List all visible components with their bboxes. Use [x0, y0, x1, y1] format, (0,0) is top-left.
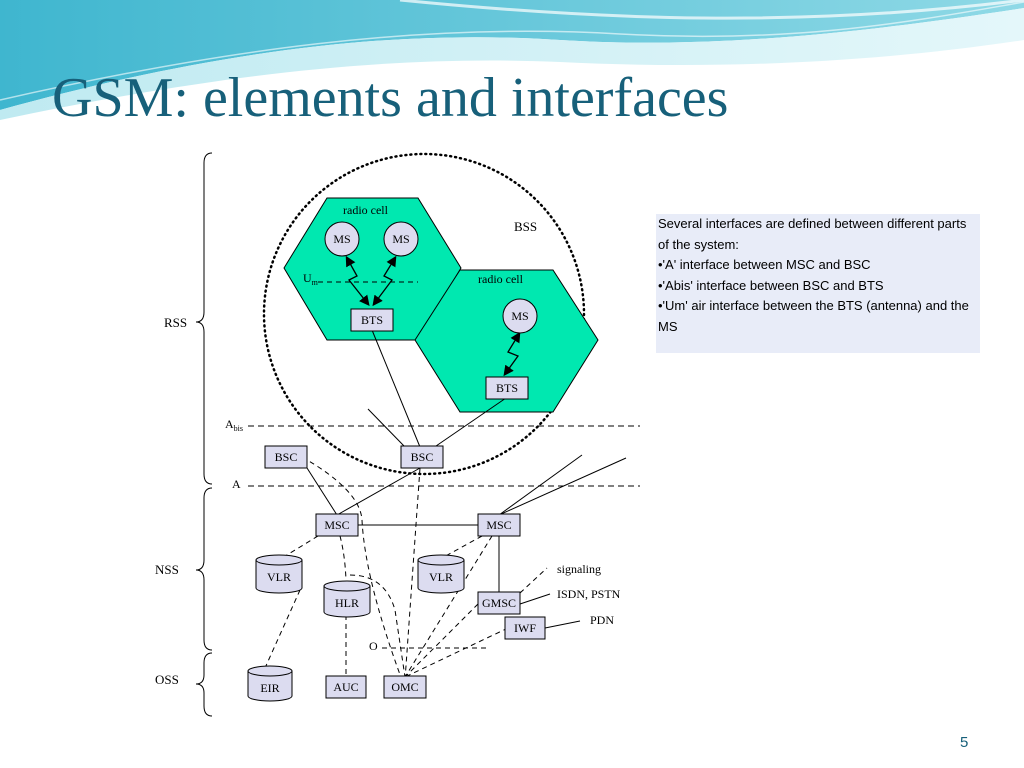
svg-text:OMC: OMC — [391, 680, 418, 694]
mobile-station: MS — [502, 298, 538, 334]
radio-link-ms1-bts1 — [345, 255, 370, 307]
radio-link-ms2-bts1 — [372, 255, 397, 307]
msc-node: MSC — [315, 513, 359, 537]
rss-label: RSS — [164, 315, 187, 330]
svg-text:MS: MS — [333, 232, 350, 246]
svg-text:BSC: BSC — [411, 450, 434, 464]
header-waves — [0, 0, 1024, 120]
hlr-database: HLR — [323, 580, 371, 618]
svg-text:IWF: IWF — [514, 621, 536, 635]
note-item: •'A' interface between MSC and BSC — [658, 257, 871, 272]
svg-text:BSC: BSC — [275, 450, 298, 464]
bts-node: BTS — [485, 376, 529, 400]
signaling-label: signaling — [557, 562, 601, 576]
page-number: 5 — [960, 734, 969, 751]
msc-node: MSC — [477, 513, 521, 537]
a-interface-label: A — [232, 477, 241, 491]
svg-text:MSC: MSC — [324, 518, 349, 532]
svg-text:GMSC: GMSC — [482, 596, 516, 610]
radio-cell-right-label: radio cell — [478, 272, 524, 286]
svg-text:MS: MS — [511, 309, 528, 323]
um-interface-label: Um — [303, 271, 319, 287]
mobile-station: MS — [383, 221, 419, 257]
bts-node: BTS — [350, 308, 394, 332]
dashed-links — [264, 456, 548, 681]
radio-cell-left-label: radio cell — [343, 203, 389, 217]
solid-links — [299, 329, 627, 629]
vlr-database: VLR — [255, 554, 303, 594]
auc-node: AUC — [325, 675, 367, 699]
svg-text:AUC: AUC — [333, 680, 358, 694]
svg-text:HLR: HLR — [335, 596, 359, 610]
radio-link-ms3-bts2 — [503, 331, 521, 377]
mobile-station: MS — [324, 221, 360, 257]
rss-brace — [195, 152, 213, 485]
nss-brace — [195, 487, 213, 651]
gmsc-node: GMSC — [477, 591, 521, 615]
isdn-pstn-label: ISDN, PSTN — [557, 587, 621, 601]
svg-text:EIR: EIR — [260, 681, 279, 695]
svg-text:BTS: BTS — [361, 313, 383, 327]
interfaces-note: Several interfaces are defined between d… — [656, 214, 980, 353]
svg-text:MS: MS — [392, 232, 409, 246]
o-interface-label: O — [369, 639, 378, 653]
note-item: •'Abis' interface between BSC and BTS — [658, 277, 884, 293]
bss-label: BSS — [514, 219, 537, 234]
bss-boundary — [262, 152, 586, 476]
vlr-database: VLR — [417, 554, 465, 594]
svg-text:MSC: MSC — [486, 518, 511, 532]
abis-interface-label: Abis — [225, 417, 243, 433]
svg-text:VLR: VLR — [267, 570, 291, 584]
pdn-label: PDN — [590, 613, 614, 627]
note-intro: Several interfaces are defined between d… — [658, 216, 967, 252]
oss-label: OSS — [155, 672, 179, 687]
iwf-node: IWF — [504, 616, 546, 640]
slide-title: GSM: elements and interfaces — [52, 67, 729, 129]
eir-database: EIR — [247, 665, 293, 702]
oss-brace — [195, 652, 213, 717]
note-item: •'Um' air interface between the BTS (ant… — [658, 298, 969, 334]
svg-text:VLR: VLR — [429, 570, 453, 584]
bsc-node: BSC — [264, 445, 308, 469]
bsc-node: BSC — [400, 445, 444, 469]
nss-label: NSS — [155, 562, 179, 577]
omc-node: OMC — [383, 675, 427, 699]
svg-text:BTS: BTS — [496, 381, 518, 395]
